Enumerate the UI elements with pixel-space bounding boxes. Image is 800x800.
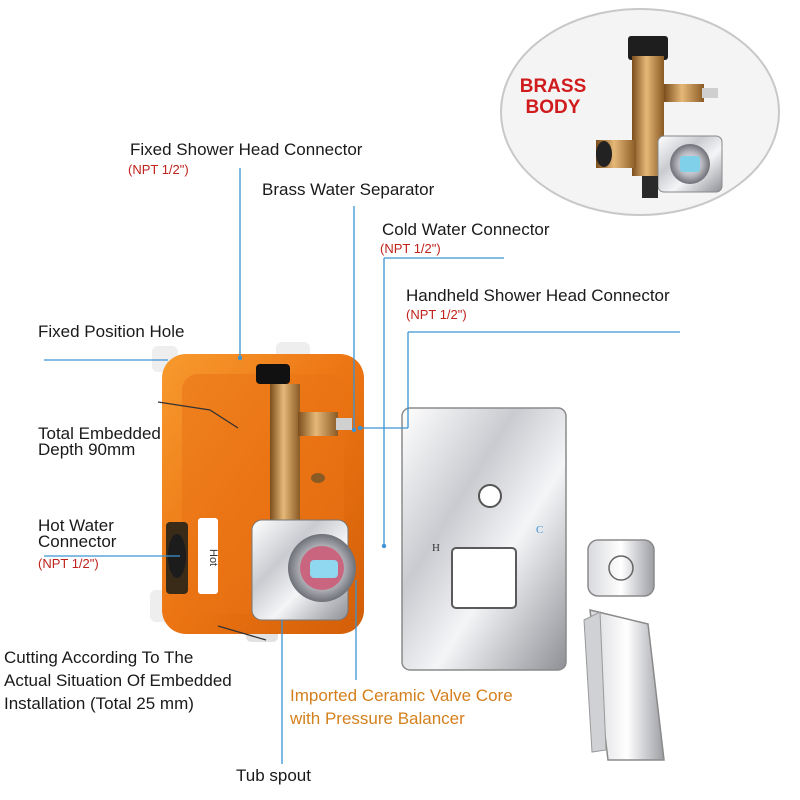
leader-handheld-dot <box>357 425 363 431</box>
spec-hot-water: (NPT 1/2") <box>38 556 99 571</box>
spec-cold-water: (NPT 1/2") <box>380 241 441 256</box>
label-hot-water-2: Connector <box>38 532 117 551</box>
inset-oval <box>500 8 780 216</box>
inset-brass-line1: BRASS <box>519 76 587 97</box>
spec-handheld: (NPT 1/2") <box>406 307 467 322</box>
leader-brass-separator-dot <box>351 427 357 433</box>
label-cutting-3: Installation (Total 25 mm) <box>4 694 194 713</box>
box-hot-label: Hot <box>207 549 219 567</box>
inset-brass-line2: BODY <box>525 97 581 118</box>
cover-plate <box>401 407 567 671</box>
depth-bracket <box>157 401 239 429</box>
label-embedded-depth-2: Depth 90mm <box>38 440 136 459</box>
dimension-marks <box>157 401 267 641</box>
label-ceramic-2: with Pressure Balancer <box>290 709 465 728</box>
label-cutting-1: Cutting According To The <box>4 648 194 667</box>
plate-cold-mark: C <box>536 524 544 536</box>
label-handheld: Handheld Shower Head Connector <box>406 286 670 305</box>
label-tub-spout: Tub spout <box>236 766 311 785</box>
label-brass-separator: Brass Water Separator <box>262 180 435 199</box>
plate-hot-mark: H <box>432 542 440 554</box>
label-fixed-shower: Fixed Shower Head Connector <box>130 140 363 159</box>
leader-lines <box>44 168 680 764</box>
label-hot-water-1: Hot Water <box>38 516 114 535</box>
rough-in-box <box>150 342 364 642</box>
label-embedded-depth-1: Total Embedded <box>38 424 161 443</box>
label-cold-water: Cold Water Connector <box>382 220 550 239</box>
label-cutting-2: Actual Situation Of Embedded <box>4 671 232 690</box>
spec-fixed-shower: (NPT 1/2") <box>128 162 189 177</box>
label-fixed-hole: Fixed Position Hole <box>38 322 185 341</box>
handle-parts <box>583 539 665 761</box>
leader-fixed-shower-dot <box>237 355 243 361</box>
inset-brass-label: BRASS BODY <box>508 76 598 118</box>
label-ceramic-1: Imported Ceramic Valve Core <box>290 686 513 705</box>
cut-bracket <box>217 625 267 641</box>
leader-cold-water-dot <box>381 543 387 549</box>
